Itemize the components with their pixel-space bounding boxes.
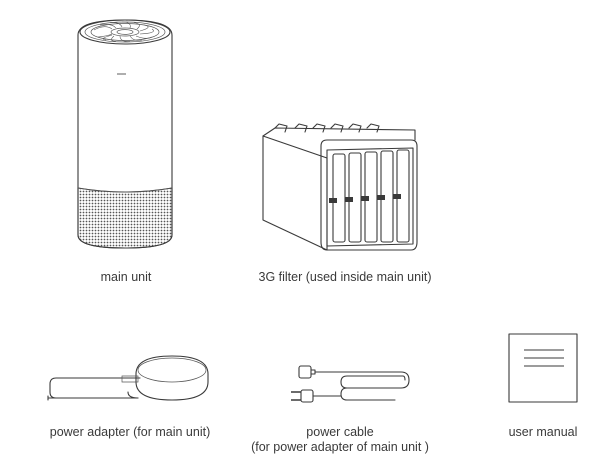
power-cable-label-line1: power cable (306, 425, 374, 439)
main-unit-label: main unit (100, 270, 152, 284)
filter-label: 3G filter (used inside main unit) (258, 270, 432, 284)
power-cable-label-line2: (for power adapter of main unit ) (251, 440, 429, 454)
filter-illustration (262, 123, 418, 251)
power-adapter-label: power adapter (for main unit) (49, 425, 211, 439)
user-manual-label: user manual (508, 425, 578, 439)
power-cable-illustration (291, 365, 410, 403)
power-adapter-illustration (47, 355, 209, 401)
user-manual-illustration (508, 333, 578, 403)
air-purifier-illustration (77, 19, 173, 249)
